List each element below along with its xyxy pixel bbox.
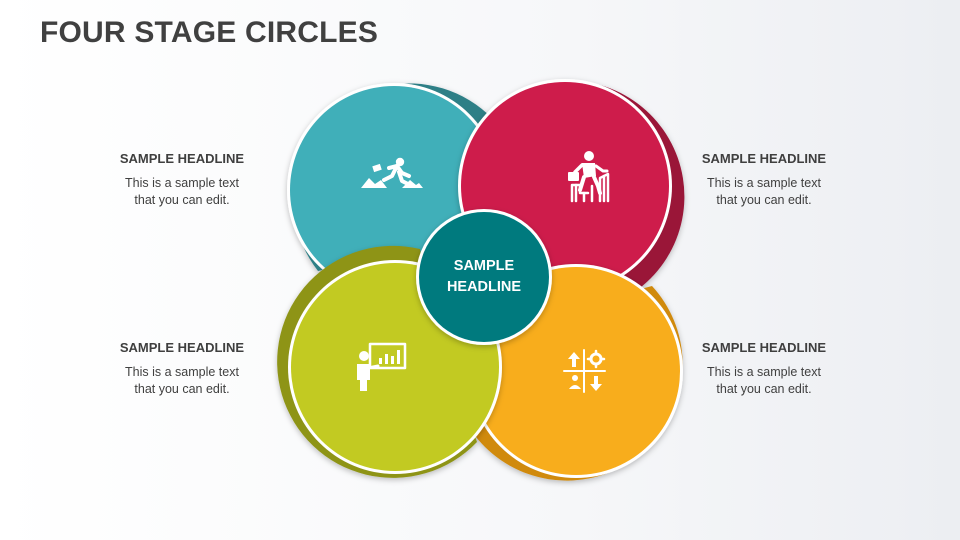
strategy-quadrant-icon	[563, 349, 606, 393]
presenter-chart-board-icon	[357, 342, 407, 391]
stage-description: This is a sample text that you can edit.	[707, 176, 821, 207]
page-title: FOUR STAGE CIRCLES	[40, 16, 379, 49]
stage-text-bottom-right: SAMPLE HEADLINE This is a sample text th…	[679, 340, 849, 398]
stage-text-top-right: SAMPLE HEADLINE This is a sample text th…	[679, 151, 849, 209]
person-climbing-stairs-icon	[568, 151, 610, 203]
stage-description: This is a sample text that you can edit.	[125, 176, 239, 207]
stage-description: This is a sample text that you can edit.	[125, 365, 239, 396]
runner-jumping-icon	[361, 157, 423, 188]
stage-headline: SAMPLE HEADLINE	[701, 340, 827, 355]
stage-headline: SAMPLE HEADLINE	[701, 151, 827, 166]
stage-text-bottom-left: SAMPLE HEADLINE This is a sample text th…	[97, 340, 267, 398]
stage-headline: SAMPLE HEADLINE	[119, 340, 245, 355]
stage-headline: SAMPLE HEADLINE	[119, 151, 245, 166]
stage-description: This is a sample text that you can edit.	[707, 365, 821, 396]
stage-text-top-left: SAMPLE HEADLINE This is a sample text th…	[97, 151, 267, 209]
center-headline: SAMPLE HEADLINE	[446, 258, 522, 295]
